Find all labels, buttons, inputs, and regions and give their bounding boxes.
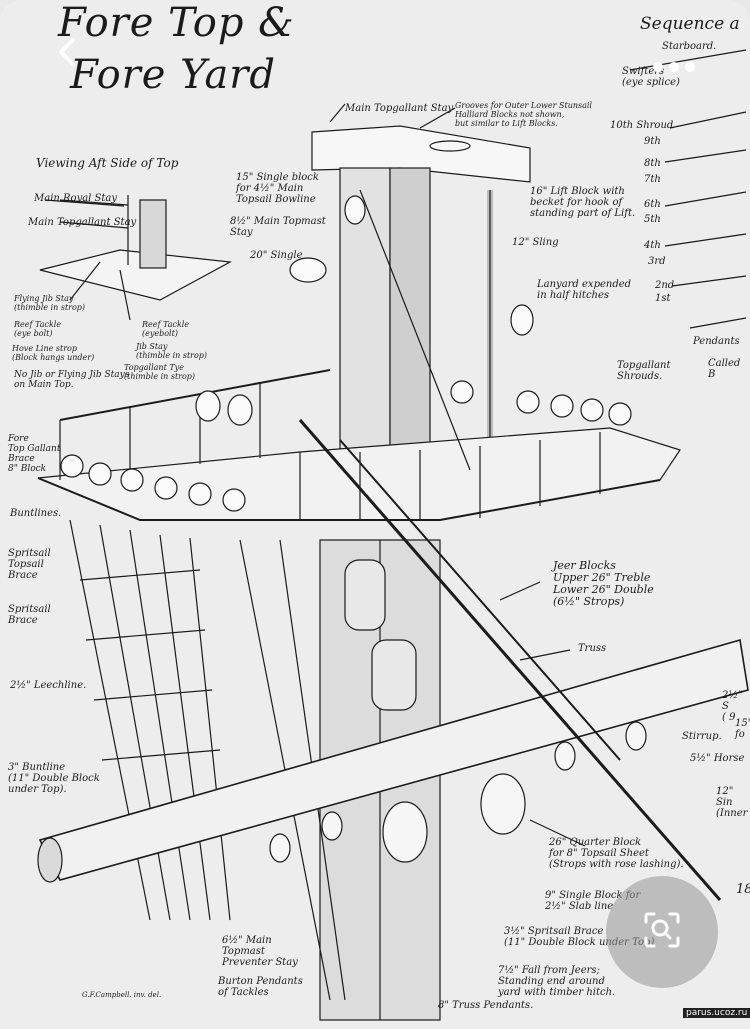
label-r-25: 2½" S ( 9 [722,690,743,723]
label-single-20: 20" Single [250,250,303,261]
label-no-jib: No Jib or Flying Jib Stays on Main Top. [14,370,130,390]
label-called-b: Called B [708,358,741,380]
label-flying-jib-stay: Flying Jib Stay (thimble in strop) [14,294,86,312]
label-shroud-9: 9th [644,136,661,147]
label-pendants: Pendants [693,336,740,347]
label-main-royal-stay: Main Royal Stay [34,193,118,204]
label-shroud-1: 1st [655,293,671,304]
back-button[interactable] [42,28,94,80]
label-shroud-6: 6th [644,199,661,210]
label-lift-block-16: 16" Lift Block with becket for hook of s… [530,186,636,219]
label-reef-tackle-left: Reef Tackle (eye bolt) [14,320,62,338]
label-main-topmast-stay: 8½" Main Topmast Stay [230,216,326,238]
label-burton-pendants: Burton Pendants of Tackles [218,976,303,998]
label-spritsail-topsail-brace: Spritsail Topsail Brace [8,548,51,581]
label-swifters: Swifters (eye splice) [622,66,680,88]
label-shroud-10: 10th Shroud [610,120,674,131]
label-shroud-5: 5th [644,214,661,225]
label-sling-12: 12" Sling [512,237,559,248]
label-shroud-3: 3rd [648,256,666,267]
label-reef-tackle-right: Reef Tackle (eyebolt) [142,320,190,338]
label-leechline: 2½" Leechline. [10,680,87,691]
label-grooves-note: Grooves for Outer Lower Stunsail Halliar… [455,101,592,128]
label-fall-from-jeers: 7½" Fall from Jeers; Standing end around… [498,965,616,998]
title-line-1: Fore Top & [58,0,295,46]
label-shroud-4: 4th [644,240,661,251]
title-line-2: Fore Yard [70,52,277,98]
label-campbell: G.F.Campbell. inv. del. [82,991,162,999]
label-hove-line-strop: Hove Line strop (Block hangs under) [12,344,95,362]
label-r-18: 18 [736,882,750,897]
label-quarter-block: 26" Quarter Block for 8" Topsail Sheet (… [549,837,684,870]
label-single-block-15: 15" Single block for 4½" Main Topsail Bo… [236,172,319,205]
label-shroud-7: 7th [644,174,661,185]
sequence-heading: Sequence a [640,14,740,34]
chevron-left-icon [55,37,81,71]
label-spritsail-brace: Spritsail Brace [8,604,51,626]
label-horse: 5½" Horse [690,753,745,764]
more-options-button[interactable] [644,50,704,84]
label-shroud-8: 8th [644,158,661,169]
label-lanyard: Lanyard expended in half hitches [537,279,632,301]
label-truss-pendants: 8" Truss Pendants. [438,1000,534,1011]
label-jib-stay: Jib Stay (thimble in strop) [136,342,208,360]
label-jeer-blocks: Jeer Blocks Upper 26" Treble Lower 26" D… [553,559,654,608]
label-stirrup: Stirrup. [682,731,722,742]
more-dots-icon [652,58,696,77]
visual-search-icon [642,910,682,954]
label-topgallant-tye: Topgallant Tye (thimble in strop) [124,363,196,381]
label-fore-topgallant-brace: Fore Top Gallant Brace 8" Block [8,434,61,474]
label-truss: Truss [578,643,607,654]
label-main-topmast-preventer: 6½" Main Topmast Preventer Stay [222,935,298,968]
label-main-topgallant-stay-top: Main Topgallant Stay [345,103,454,114]
label-shroud-2: 2nd [655,280,675,291]
label-topgallant-shrouds: Topgallant Shrouds. [617,360,671,382]
visual-search-button[interactable] [606,876,718,988]
label-r-12: 12" Sin (Inner [716,786,748,819]
label-main-topgallant-stay-left: Main Topgallant Stay [28,217,137,228]
viewing-label: Viewing Aft Side of Top [36,156,179,170]
label-buntlines: Buntlines. [10,508,62,519]
starboard-label: Starboard. [662,41,717,52]
label-r-15: 15" fo [735,718,750,740]
label-buntline-3: 3" Buntline (11" Double Block under Top)… [8,762,100,795]
watermark: parus.ucoz.ru [683,1008,750,1018]
